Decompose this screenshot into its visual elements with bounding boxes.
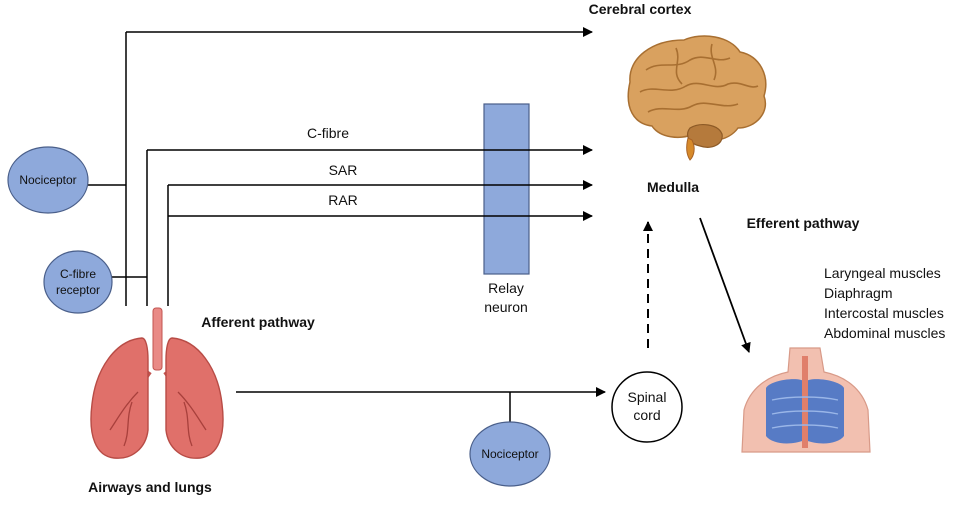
arrow-efferent [699, 217, 751, 353]
rar-label: RAR [328, 192, 358, 208]
sar-label: SAR [329, 162, 358, 178]
airways-and-lungs-label: Airways and lungs [88, 479, 212, 495]
afferent-pathway-label: Afferent pathway [201, 314, 315, 330]
spinal-cord-label-line1: Spinal [628, 389, 667, 405]
cerebral-cortex-label: Cerebral cortex [589, 1, 692, 17]
spinal-cord-label-line2: cord [633, 407, 660, 423]
muscle-item: Abdominal muscles [824, 325, 945, 341]
nociceptor-node-top [7, 146, 89, 214]
muscle-item: Laryngeal muscles [824, 265, 941, 281]
medulla-label: Medulla [647, 179, 699, 195]
lungs-icon [90, 307, 224, 459]
brain-icon [627, 35, 767, 161]
torso-icon [741, 347, 871, 453]
nociceptor-top-label: Nociceptor [19, 173, 76, 187]
relay-neuron-label-line2: neuron [484, 299, 528, 315]
relay-neuron-label-line1: Relay [488, 280, 524, 296]
c-fibre-receptor-label-line1: C-fibre [60, 267, 96, 281]
muscle-item: Intercostal muscles [824, 305, 944, 321]
c-fibre-label: C-fibre [307, 125, 349, 141]
spinal-cord-node [611, 371, 683, 443]
efferent-pathway-label: Efferent pathway [747, 215, 860, 231]
nociceptor-bottom-label: Nociceptor [481, 447, 538, 461]
nociceptor-node-bottom [469, 421, 551, 487]
c-fibre-receptor-node [43, 250, 113, 314]
c-fibre-receptor-label-line2: receptor [56, 283, 100, 297]
relay-neuron-box [483, 103, 530, 275]
muscle-item: Diaphragm [824, 285, 892, 301]
